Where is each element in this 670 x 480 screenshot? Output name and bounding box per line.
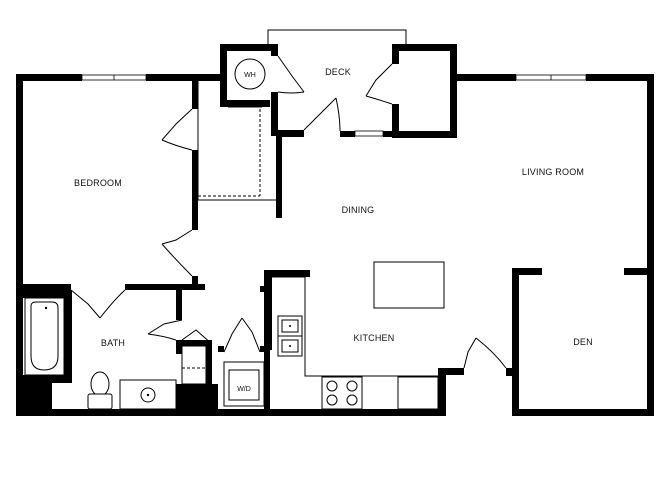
dining-label: DINING <box>342 205 375 215</box>
kitchen-counters <box>272 276 438 377</box>
water-heater-label: WH <box>244 72 256 79</box>
washer-dryer-label: W/D <box>237 386 251 393</box>
doors <box>70 55 507 369</box>
toilet <box>87 371 113 410</box>
den-label: DEN <box>573 337 593 347</box>
bath-vanity <box>119 379 177 410</box>
bedroom-closet <box>197 81 276 201</box>
bathtub <box>24 297 65 376</box>
kitchen-label: KITCHEN <box>354 333 395 343</box>
living-room-label: LIVING ROOM <box>522 167 584 177</box>
water-heater: WH <box>234 58 266 90</box>
pantry <box>181 345 207 385</box>
windows <box>81 29 587 137</box>
bedroom-label: BEDROOM <box>74 178 122 188</box>
walls <box>16 44 654 416</box>
washer-dryer: W/D <box>223 361 265 407</box>
kitchen-island <box>373 261 445 309</box>
range <box>321 376 363 410</box>
deck-label: DECK <box>325 67 351 77</box>
refrigerator <box>397 376 439 410</box>
room-labels: BEDROOM DECK DINING LIVING ROOM BATH KIT… <box>74 67 593 348</box>
bath-label: BATH <box>101 338 125 348</box>
